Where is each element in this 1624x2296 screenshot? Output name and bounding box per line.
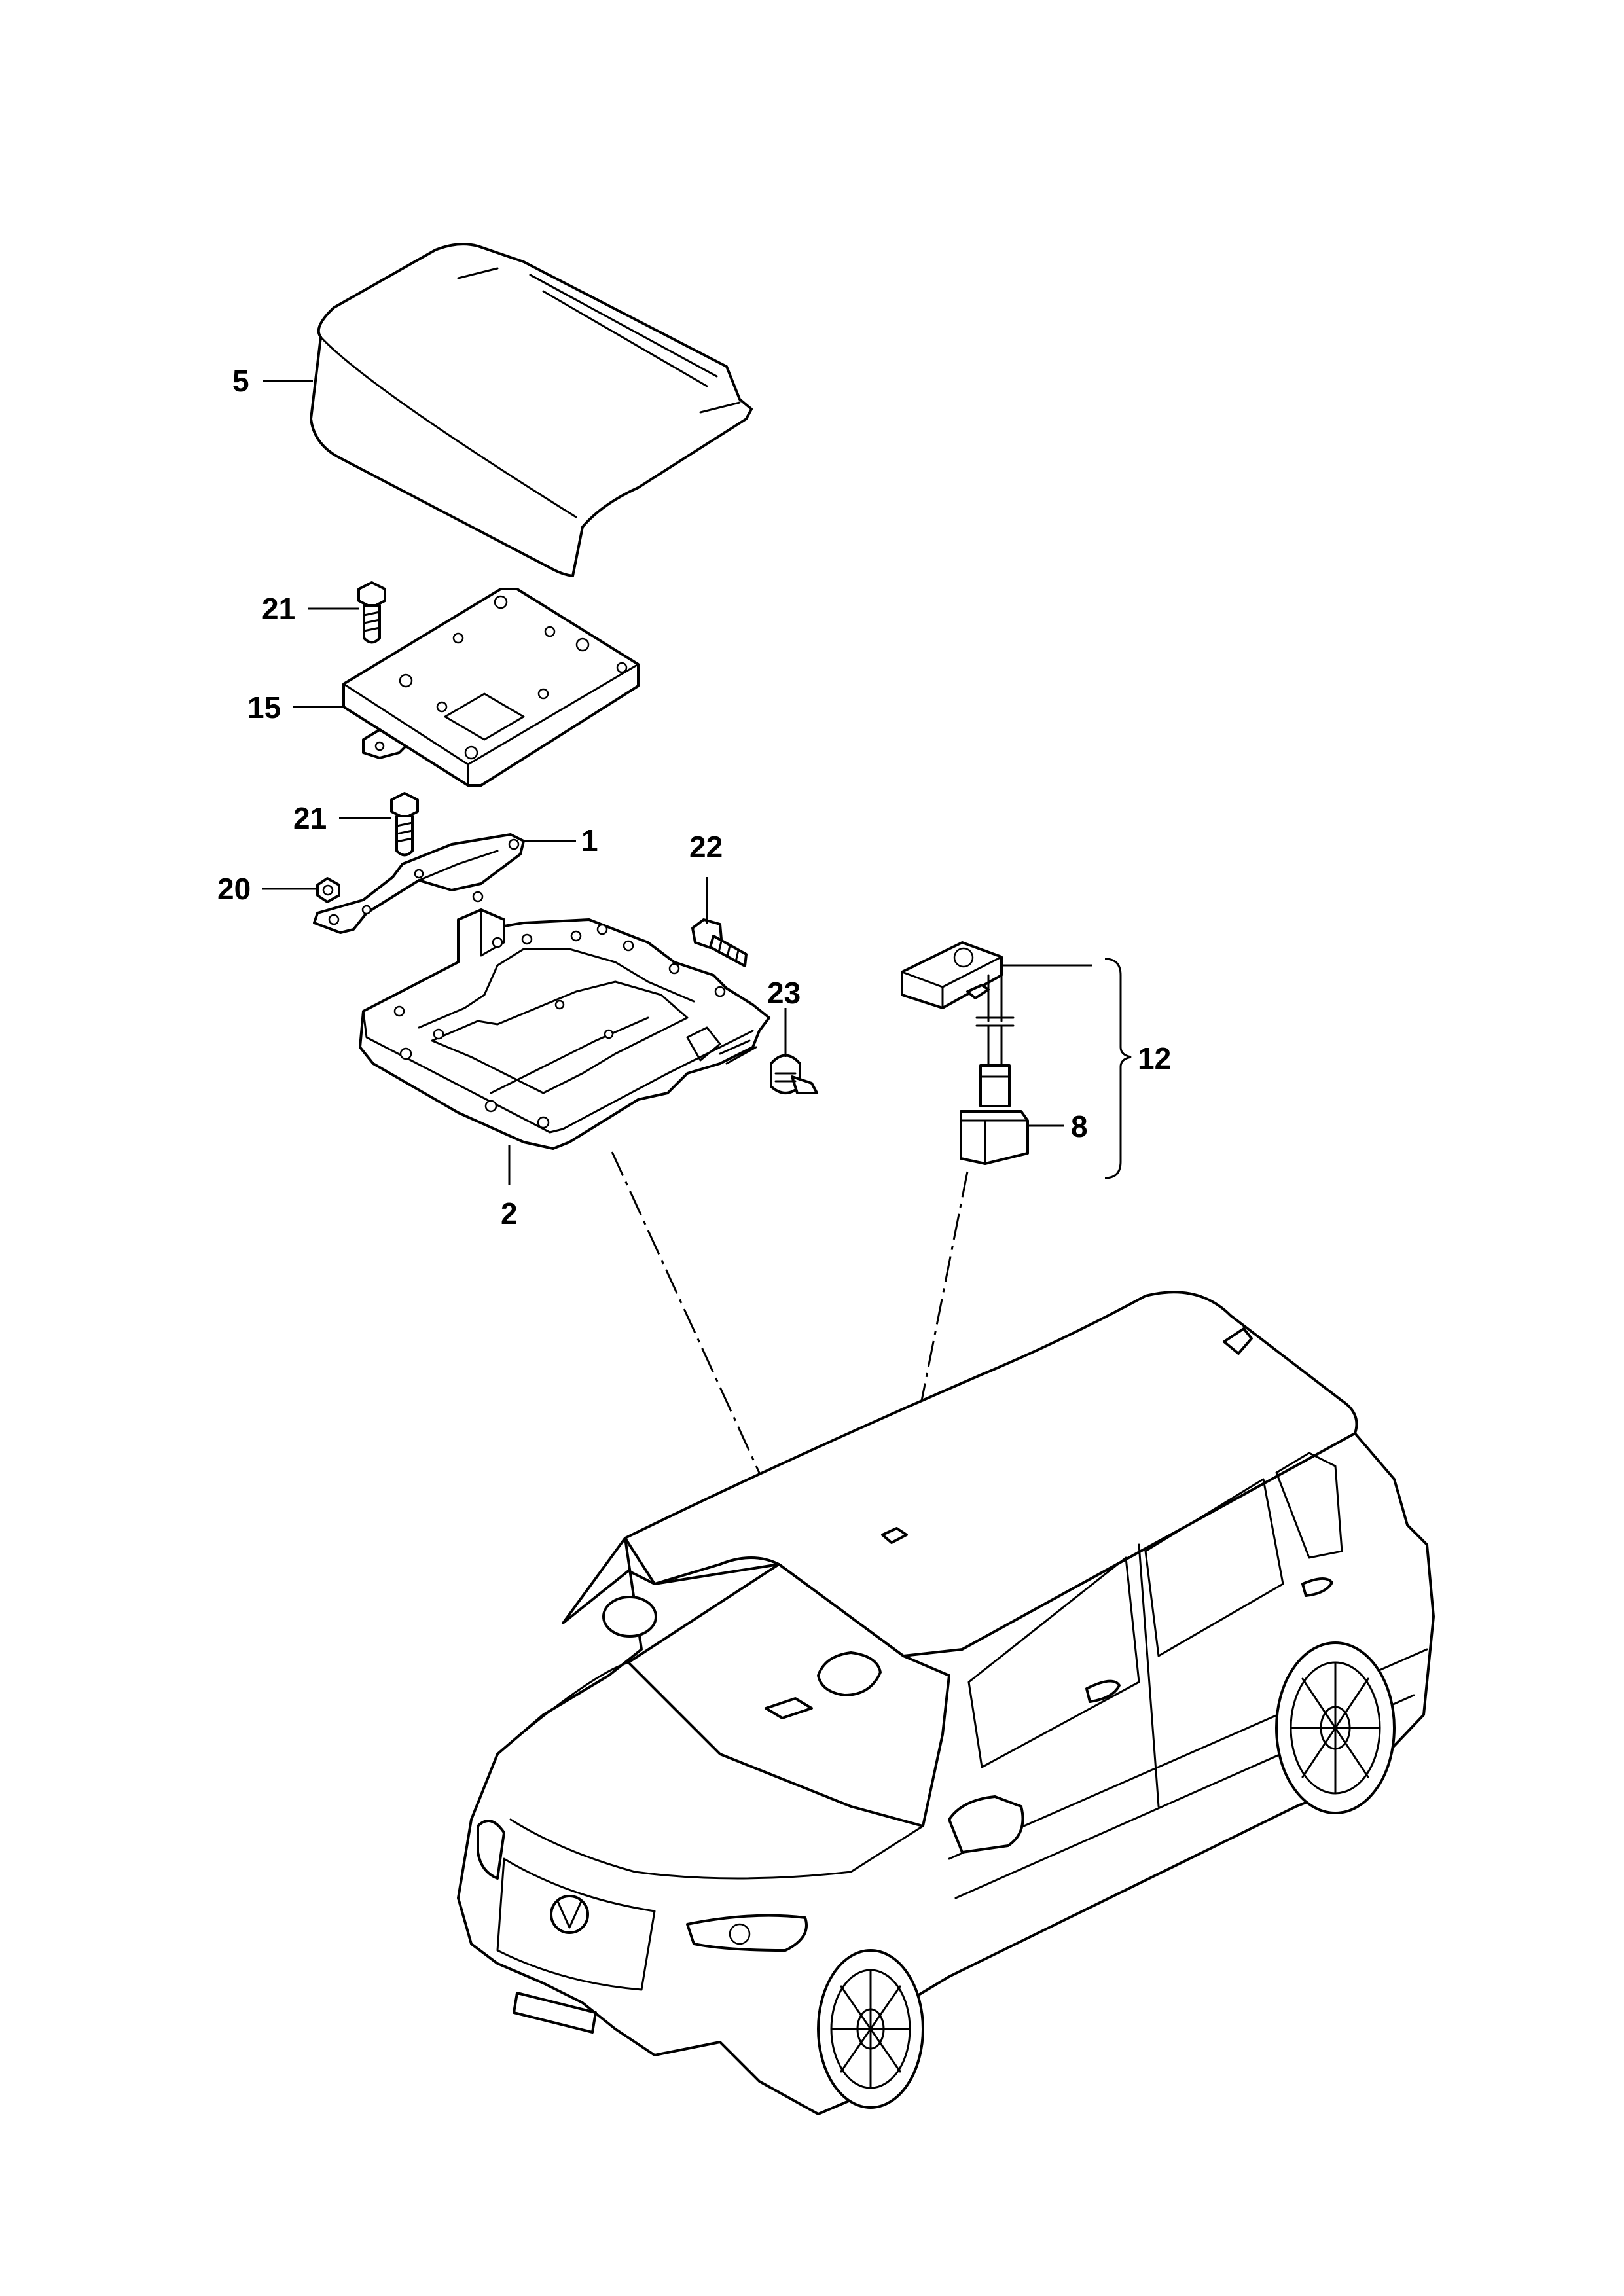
leader-lines — [262, 380, 1092, 1185]
callout-15: 15 — [247, 691, 281, 725]
part-21-bolt-lower — [390, 792, 419, 857]
part-22-screw — [691, 918, 748, 967]
callout-23: 23 — [767, 976, 801, 1010]
callout-20: 20 — [217, 872, 251, 906]
callout-5: 5 — [232, 364, 249, 398]
part-23-clip — [770, 1054, 818, 1094]
callout-22: 22 — [689, 830, 723, 864]
vehicle-outline — [457, 1291, 1435, 2115]
callout-8: 8 — [1071, 1109, 1088, 1143]
part-20-nut — [316, 877, 340, 903]
part-21-bolt-upper — [357, 581, 386, 644]
part-12-sensor-harness — [901, 941, 1015, 1107]
part-15-control-unit — [342, 588, 640, 787]
part-8-connector — [960, 1110, 1029, 1165]
callout-12: 12 — [1138, 1041, 1171, 1075]
part-2-mounting-tray — [359, 908, 770, 1150]
callout-21-lower: 21 — [293, 801, 327, 835]
callout-2: 2 — [501, 1196, 518, 1230]
callout-21-upper: 21 — [262, 592, 295, 626]
callout-1: 1 — [581, 823, 598, 857]
brace-12 — [1104, 958, 1132, 1179]
callout-labels: 5 21 15 21 1 20 22 23 2 12 8 — [217, 364, 1171, 1230]
part-1-bracket — [313, 833, 525, 934]
part-5-cover — [310, 243, 753, 577]
